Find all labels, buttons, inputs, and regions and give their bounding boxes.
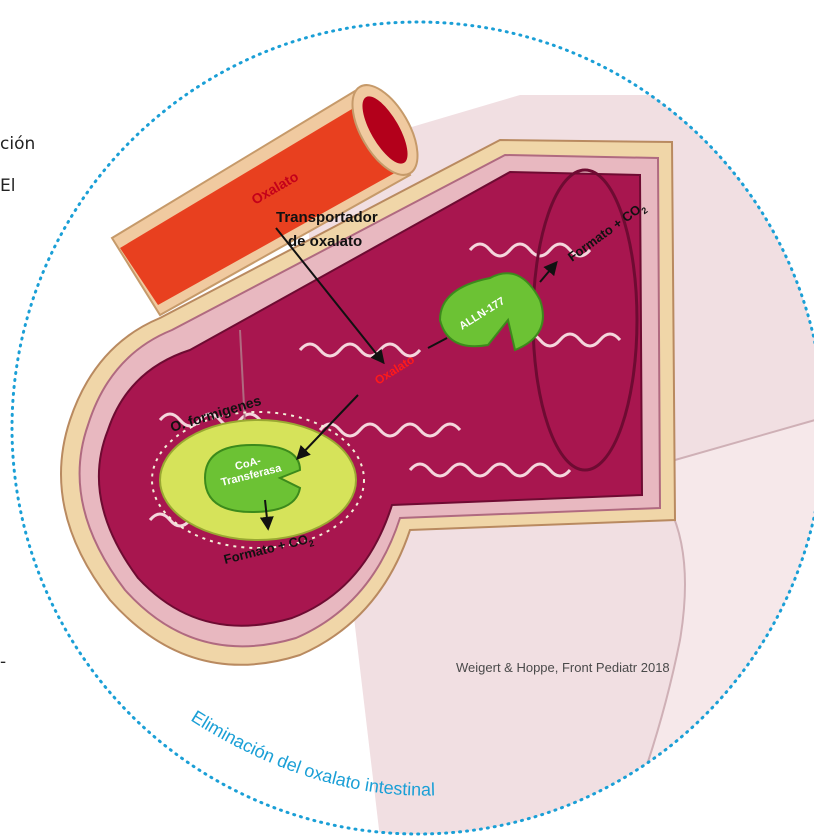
citation: Weigert & Hoppe, Front Pediatr 2018	[456, 660, 670, 675]
transporter-label-1: Transportador	[276, 209, 378, 226]
transporter-label-2: de oxalato	[288, 233, 362, 250]
